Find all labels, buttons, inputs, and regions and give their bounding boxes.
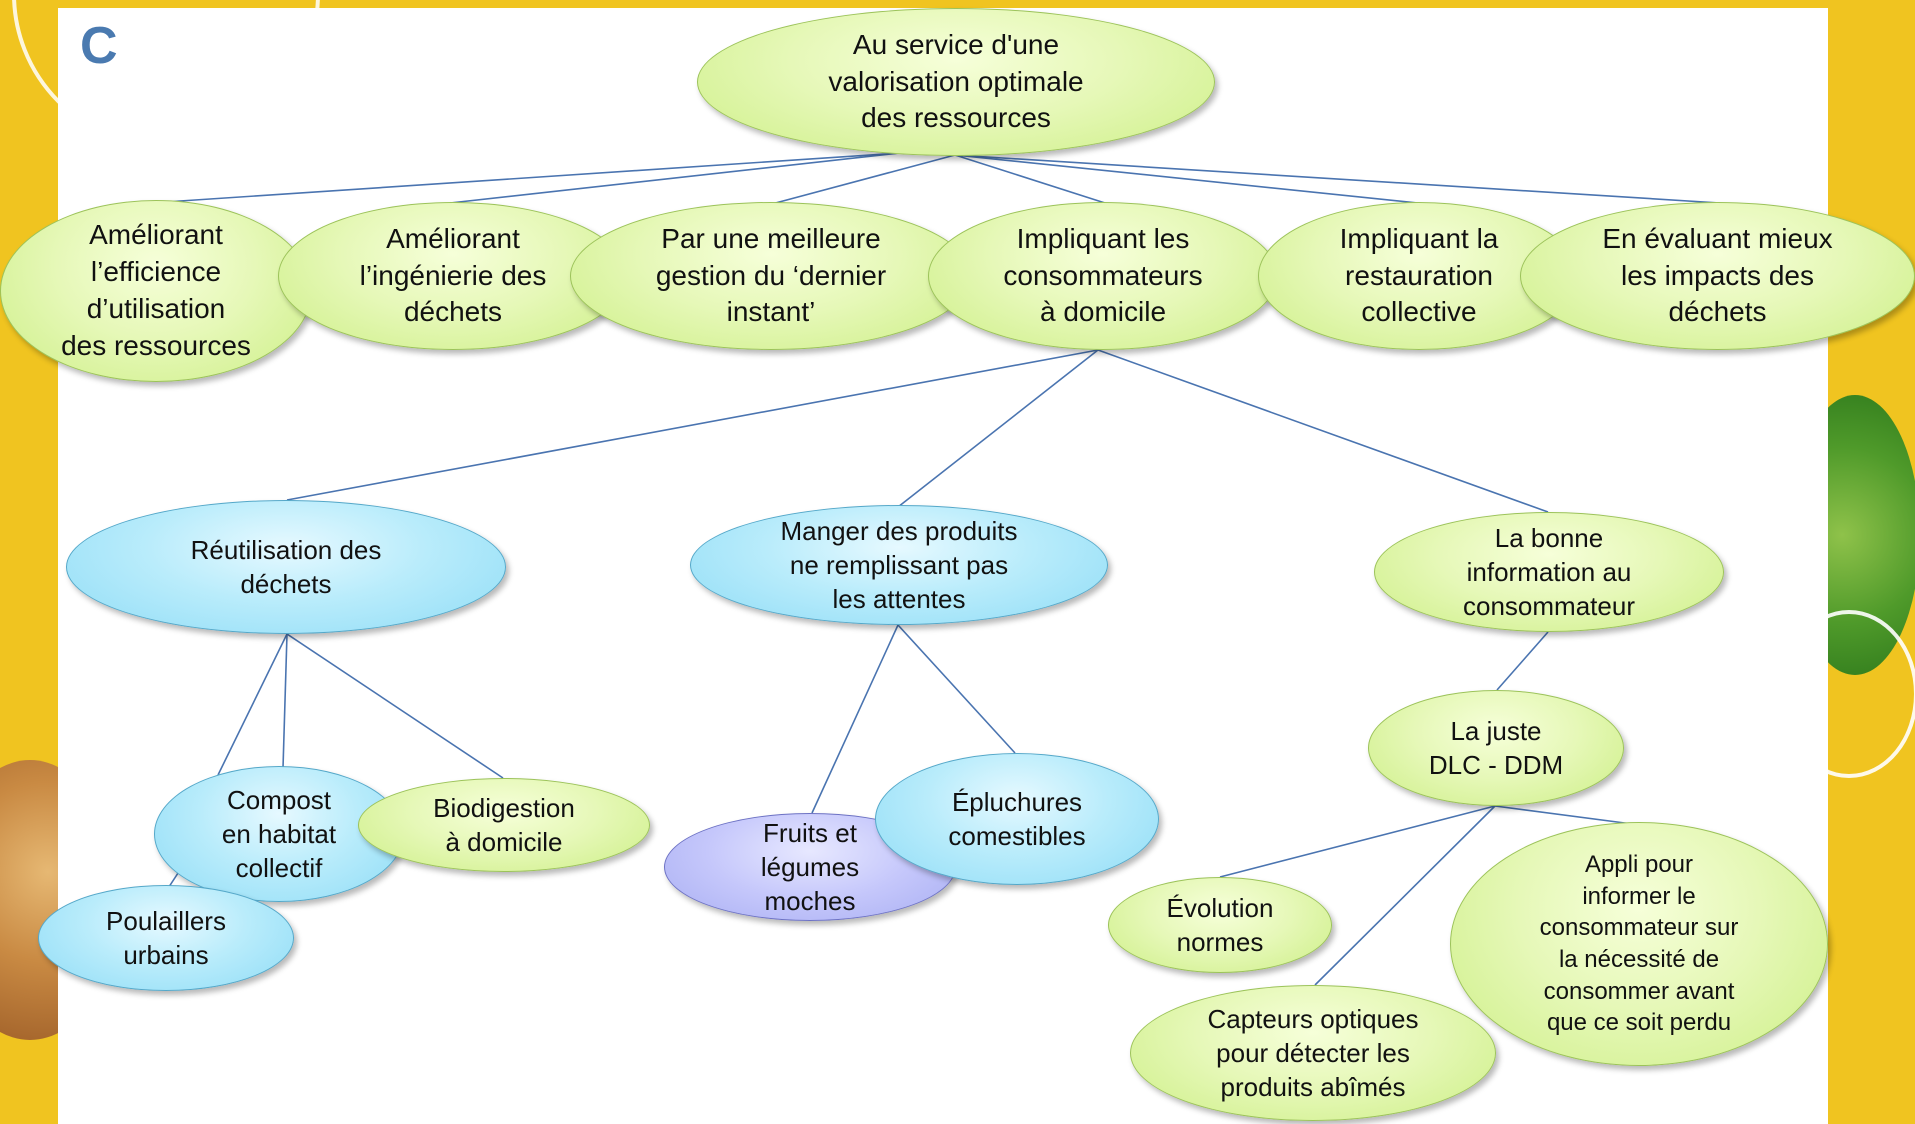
node-bonne-information-text: La bonne information au consommateur bbox=[1463, 522, 1635, 622]
connector-root-l1-2 bbox=[449, 152, 901, 204]
node-poulaillers: Poulaillers urbains bbox=[38, 885, 294, 991]
connector-info-dlc bbox=[1496, 631, 1549, 691]
node-epluchures: Épluchures comestibles bbox=[875, 753, 1159, 885]
node-appli-consommateur-text: Appli pour informer le consommateur sur … bbox=[1539, 850, 1739, 1037]
diagram-label: C bbox=[80, 17, 118, 75]
node-evolution-normes: Évolution normes bbox=[1108, 877, 1332, 973]
node-ingenierie-text: Améliorant l’ingénierie des déchets bbox=[359, 222, 547, 328]
node-appli-consommateur: Appli pour informer le consommateur sur … bbox=[1450, 822, 1828, 1066]
node-manger-produits-text: Manger des produits ne remplissant pas l… bbox=[780, 515, 1018, 615]
node-evolution-normes-text: Évolution normes bbox=[1166, 892, 1274, 957]
node-poulaillers-text: Poulaillers urbains bbox=[106, 905, 226, 970]
connector-root-l1-6 bbox=[954, 154, 1721, 204]
node-bonne-information: La bonne information au consommateur bbox=[1374, 512, 1724, 632]
connector-root-l1-4 bbox=[954, 154, 1106, 204]
node-consommateurs-domicile-text: Impliquant les consommateurs à domicile bbox=[1003, 222, 1203, 328]
connector-l1-l2-2 bbox=[897, 349, 1099, 508]
connector-dlc-evolution bbox=[1219, 805, 1496, 878]
connector-manger-epluchures bbox=[897, 624, 1016, 754]
connector-reuse-biodigestion bbox=[286, 633, 504, 779]
node-impacts-dechets-text: En évaluant mieux les impacts des déchet… bbox=[1602, 222, 1833, 328]
root-node-text: Au service d'une valorisation optimale d… bbox=[828, 28, 1084, 134]
node-epluchures-text: Épluchures comestibles bbox=[948, 786, 1086, 851]
connector-dlc-appli bbox=[1494, 805, 1641, 826]
connector-reuse-compost bbox=[217, 633, 288, 776]
node-dernier-instant: Par une meilleure gestion du ‘dernier in… bbox=[570, 202, 972, 350]
root-node: Au service d'une valorisation optimale d… bbox=[697, 8, 1215, 156]
node-consommateurs-domicile: Impliquant les consommateurs à domicile bbox=[928, 202, 1278, 350]
node-capteurs-optiques-text: Capteurs optiques pour détecter les prod… bbox=[1207, 1003, 1419, 1103]
node-manger-produits: Manger des produits ne remplissant pas l… bbox=[690, 505, 1108, 625]
node-biodigestion-text: Biodigestion à domicile bbox=[433, 792, 575, 857]
connector-root-l1-3 bbox=[767, 154, 956, 206]
connector-root-l1-1 bbox=[149, 152, 901, 204]
node-compost-text: Compost en habitat collectif bbox=[221, 784, 337, 884]
connector-root-l1-5 bbox=[954, 154, 1419, 204]
node-impacts-dechets: En évaluant mieux les impacts des déchet… bbox=[1520, 202, 1915, 350]
node-ingenierie: Améliorant l’ingénierie des déchets bbox=[278, 202, 628, 350]
node-efficience: Améliorant l’efficience d’utilisation de… bbox=[0, 200, 312, 382]
connector-reuse-compost-2 bbox=[282, 633, 288, 769]
node-restauration-collective-text: Impliquant la restauration collective bbox=[1339, 222, 1499, 328]
node-capteurs-optiques: Capteurs optiques pour détecter les prod… bbox=[1130, 985, 1496, 1121]
node-fruits-legumes: Fruits et légumes moches bbox=[664, 813, 956, 921]
node-dernier-instant-text: Par une meilleure gestion du ‘dernier in… bbox=[655, 222, 887, 328]
node-dlc-ddm: La juste DLC - DDM bbox=[1368, 690, 1624, 806]
node-biodigestion: Biodigestion à domicile bbox=[358, 778, 650, 872]
connector-l1-l2-3 bbox=[1097, 349, 1549, 513]
connector-l1-l2-1 bbox=[286, 349, 1099, 501]
node-fruits-legumes-text: Fruits et légumes moches bbox=[760, 817, 860, 917]
connector-manger-fruits bbox=[811, 624, 899, 814]
node-efficience-text: Améliorant l’efficience d’utilisation de… bbox=[61, 219, 251, 361]
connector-dlc-capteurs bbox=[1314, 805, 1496, 986]
node-reutilisation-dechets-text: Réutilisation des déchets bbox=[190, 534, 382, 599]
node-dlc-ddm-text: La juste DLC - DDM bbox=[1428, 715, 1564, 780]
node-reutilisation-dechets: Réutilisation des déchets bbox=[66, 500, 506, 634]
